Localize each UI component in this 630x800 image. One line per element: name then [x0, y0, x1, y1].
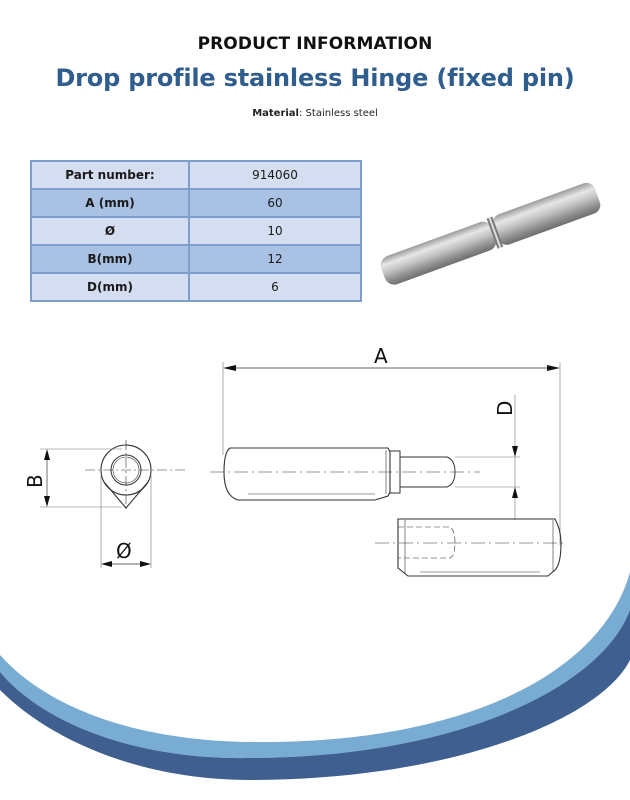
spec-label: B(mm)	[30, 244, 190, 274]
dim-label-b: B	[23, 474, 47, 488]
table-row: Part number: 914060	[30, 160, 362, 190]
table-row: B(mm) 12	[30, 244, 362, 274]
dim-label-d: D	[493, 401, 517, 416]
spec-value: 10	[188, 216, 362, 246]
spec-label: Ø	[30, 216, 190, 246]
spec-label: A (mm)	[30, 188, 190, 218]
material-value: Stainless steel	[305, 108, 378, 119]
spec-table: Part number: 914060 A (mm) 60 Ø 10 B(mm)…	[30, 160, 362, 302]
material-label: Material	[252, 108, 299, 119]
section-title: PRODUCT INFORMATION	[197, 34, 433, 54]
spec-value: 12	[188, 244, 362, 274]
spec-label: D(mm)	[30, 272, 190, 302]
spec-value: 6	[188, 272, 362, 302]
spec-value: 60	[188, 188, 362, 218]
material-line: Material: Stainless steel	[0, 108, 630, 119]
table-row: D(mm) 6	[30, 272, 362, 302]
table-row: A (mm) 60	[30, 188, 362, 218]
dim-label-a: A	[374, 344, 388, 368]
technical-drawing: A D B Ø	[23, 344, 565, 577]
dim-label-diameter: Ø	[116, 539, 132, 563]
material-separator: :	[298, 108, 306, 119]
decorative-wave	[0, 572, 630, 780]
spec-label: Part number:	[30, 160, 190, 190]
spec-value: 914060	[188, 160, 362, 190]
table-row: Ø 10	[30, 216, 362, 246]
hinge-photo	[380, 182, 601, 285]
product-title: Drop profile stainless Hinge (fixed pin)	[55, 64, 575, 92]
